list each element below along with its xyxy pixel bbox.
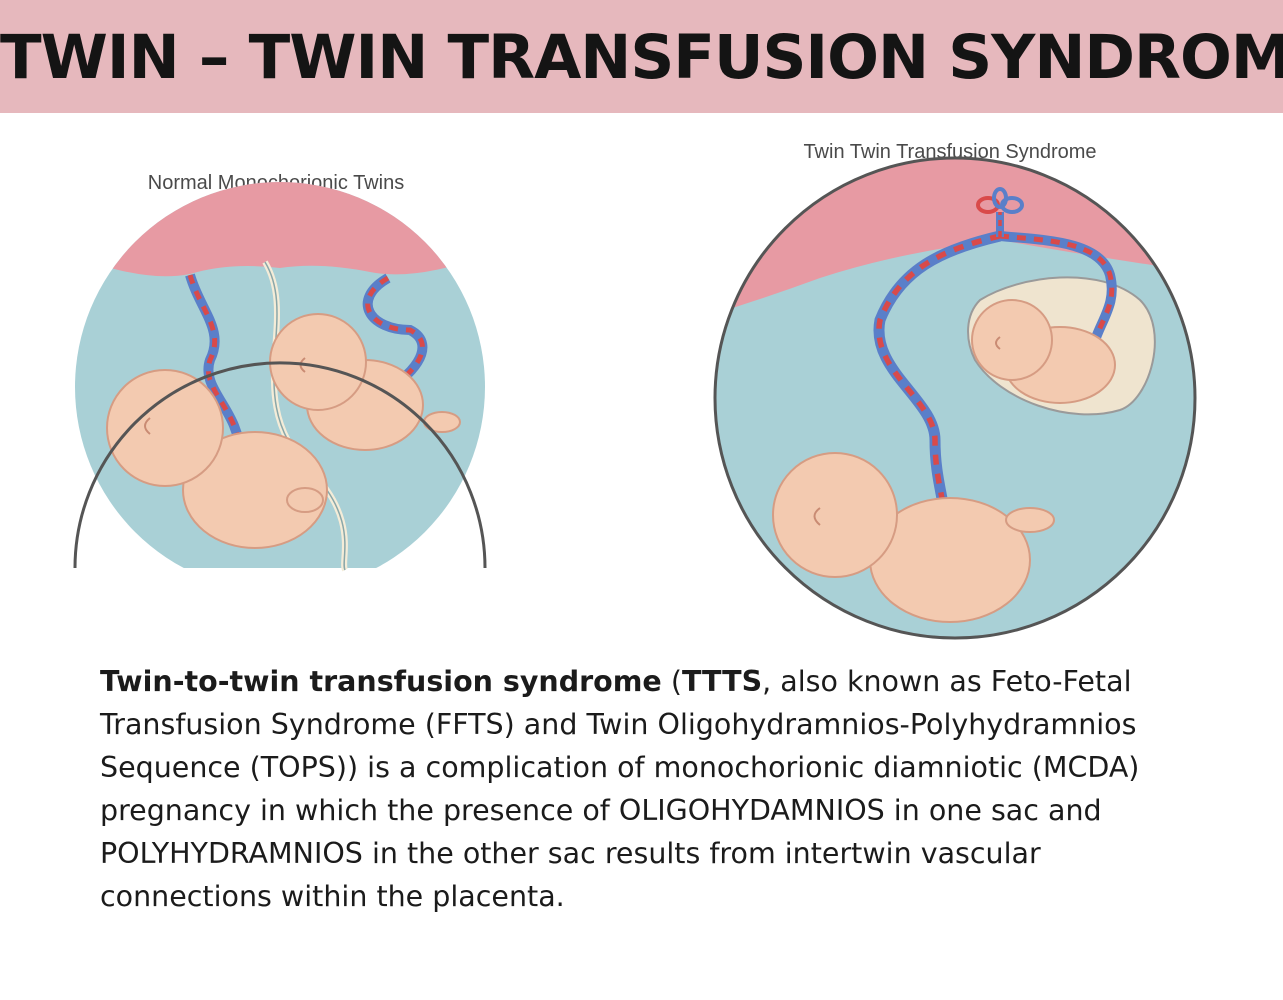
fetus-large-twin <box>772 452 1055 623</box>
ttts-diagram <box>715 158 1195 638</box>
fetus-right-twin <box>269 313 461 451</box>
paragraph-line-3: Sequence (TOPS)) is a complication of mo… <box>100 751 1140 784</box>
placenta-left <box>75 182 485 277</box>
paragraph-line-2: Transfusion Syndrome (FFTS) and Twin Oli… <box>100 708 1137 741</box>
definition-paragraph: Twin-to-twin transfusion syndrome (TTTS,… <box>100 660 1220 918</box>
term-ttts-full: Twin-to-twin transfusion syndrome <box>100 665 662 698</box>
page-title: TWIN – TWIN TRANSFUSION SYNDROME <box>0 22 1283 93</box>
paragraph-line-1: Twin-to-twin transfusion syndrome (TTTS,… <box>100 665 1132 698</box>
ttts-caption: Twin Twin Transfusion Syndrome <box>803 141 1096 163</box>
paragraph-line-5: POLYHYDRAMNIOS in the other sac results … <box>100 837 1041 870</box>
paragraph-line-4: pregnancy in which the presence of OLIGO… <box>100 794 1102 827</box>
title-banner <box>0 0 1283 113</box>
fetus-left-twin <box>106 369 328 549</box>
normal-twins-diagram <box>75 182 485 592</box>
vascular-anastomosis-loop <box>976 187 1024 237</box>
term-ttts-abbrev: TTTS <box>681 665 763 698</box>
fetus-small-twin <box>971 299 1116 404</box>
paragraph-line-6: connections within the placenta. <box>100 880 565 913</box>
illustration-area: Normal Monochorionic Twins Twin Twin Tra… <box>73 141 1197 640</box>
